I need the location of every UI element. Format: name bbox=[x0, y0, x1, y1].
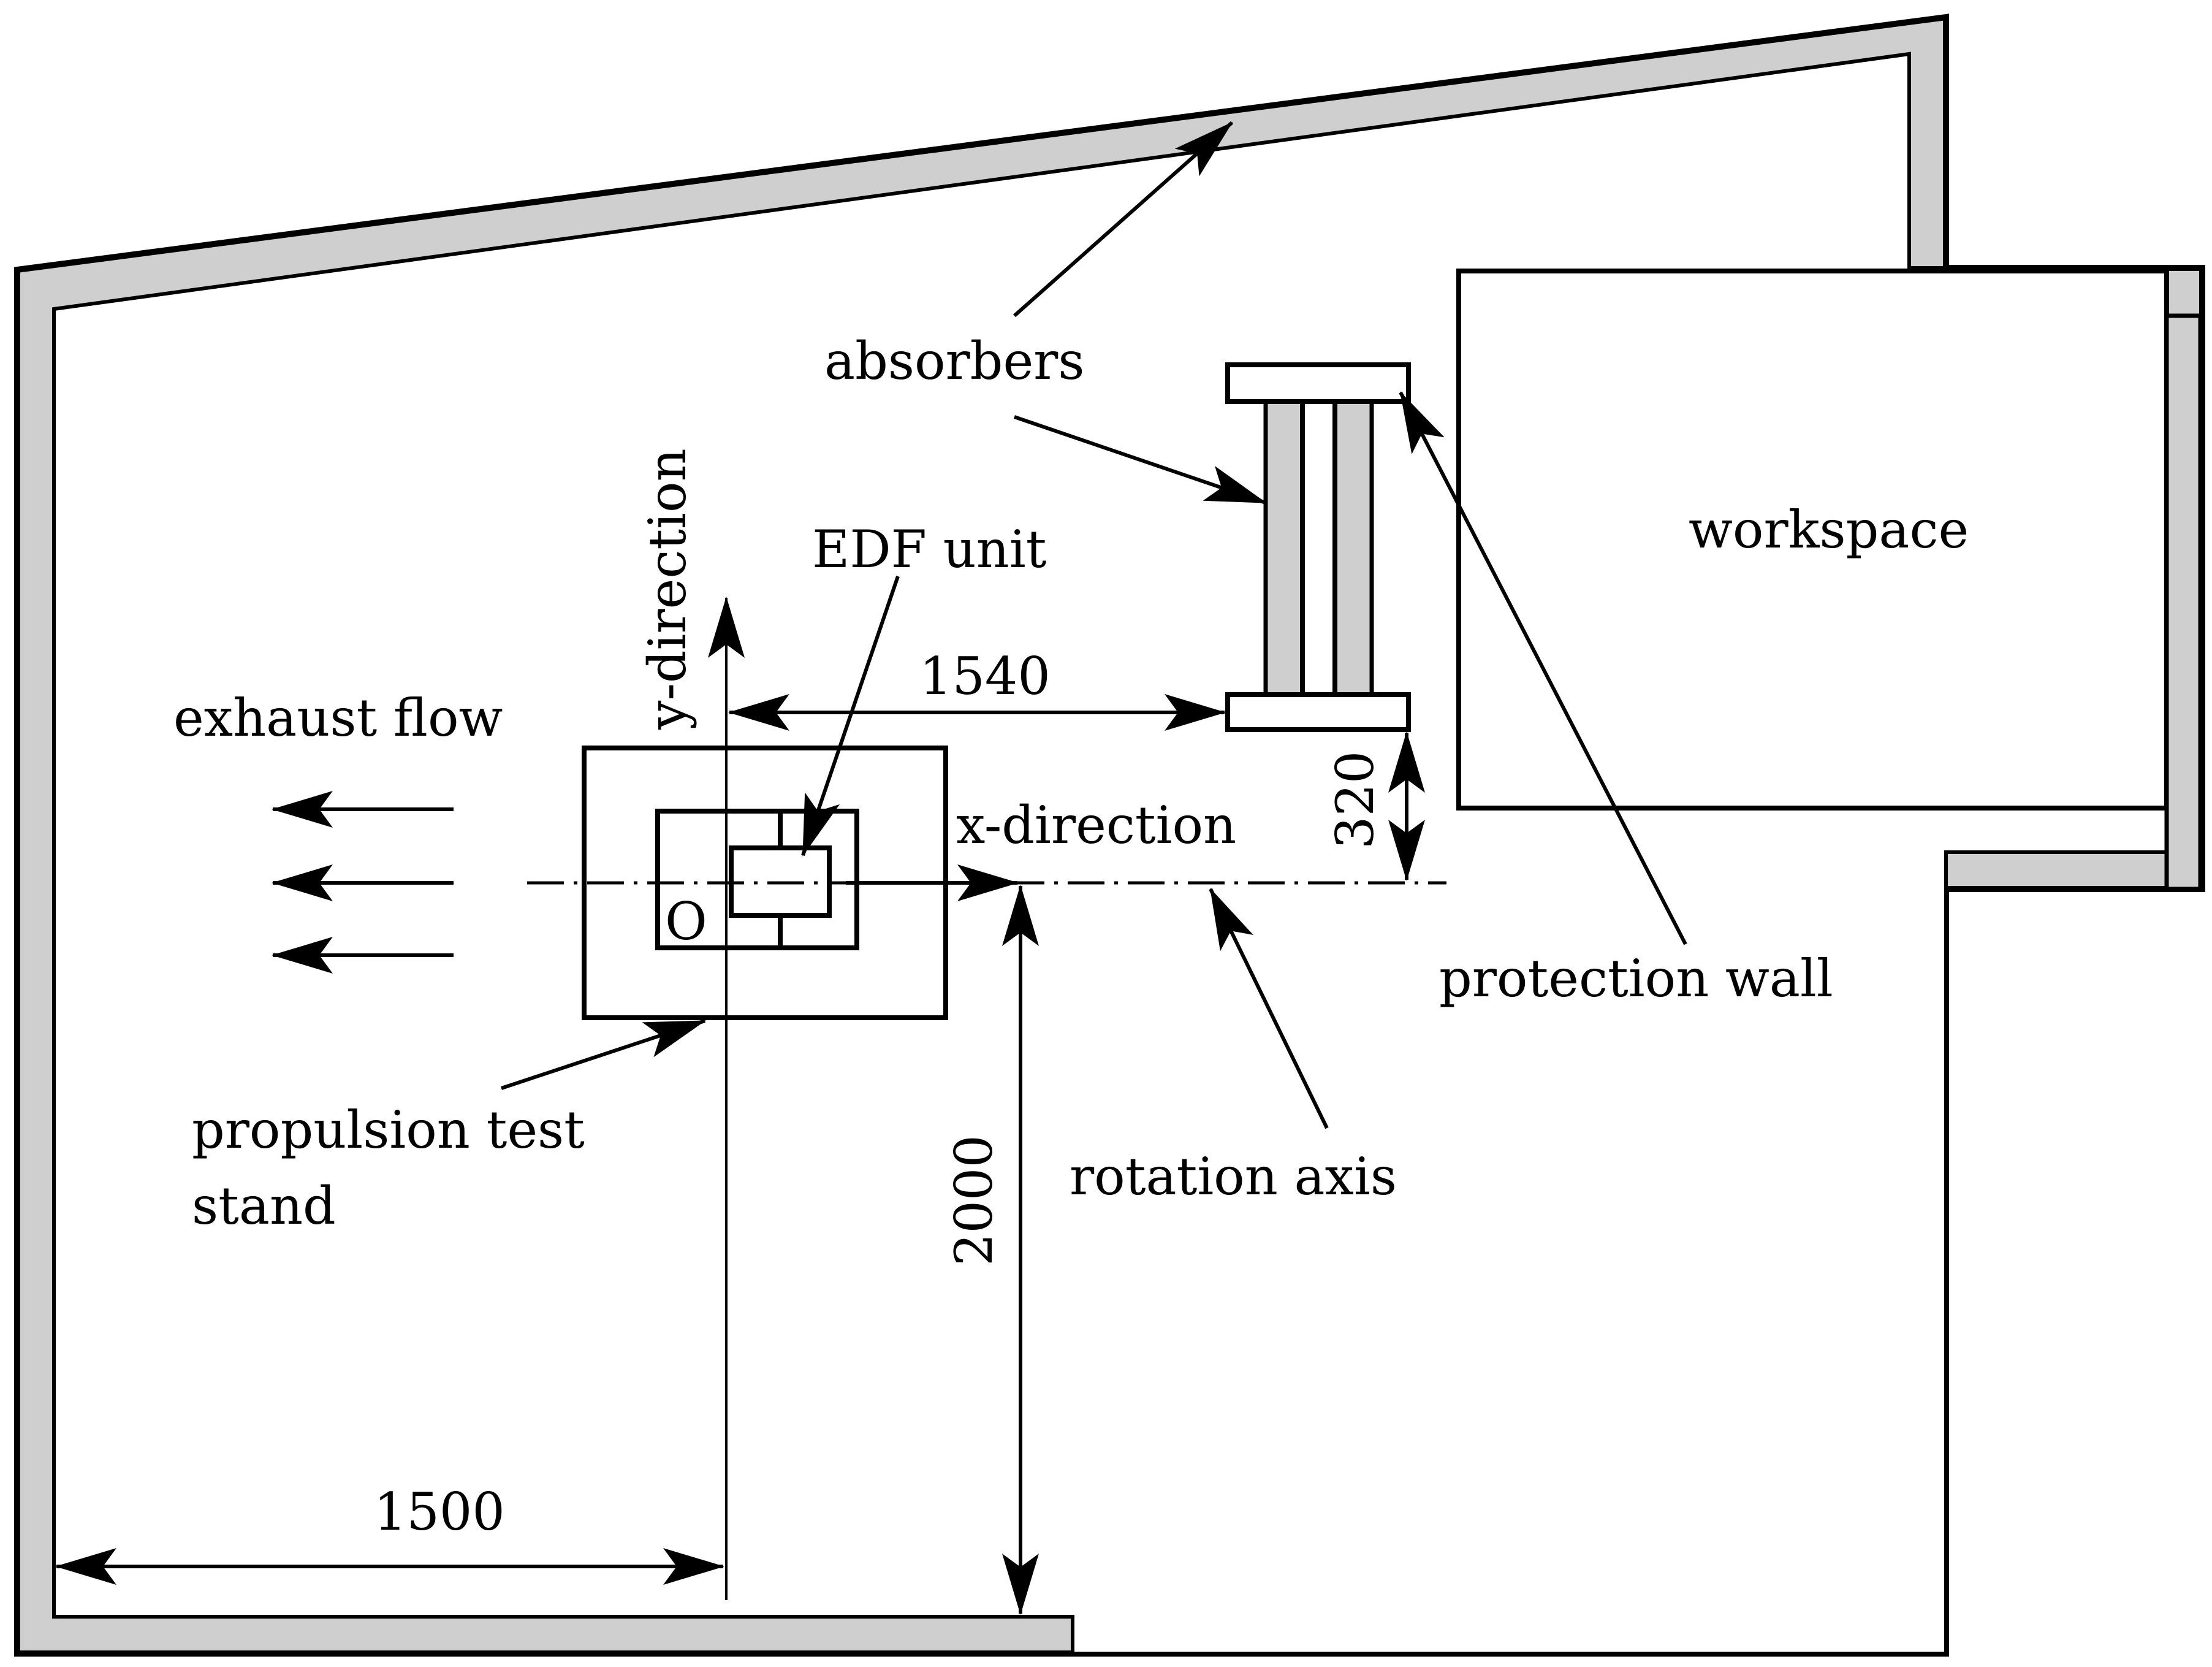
absorber-left bbox=[1263, 399, 1305, 697]
absorbers-label: absorbers bbox=[824, 331, 1084, 391]
edf-unit-label: EDF unit bbox=[812, 519, 1047, 579]
absorbers-leader-top bbox=[1013, 121, 1233, 318]
test-stand-label-line1: propulsion test bbox=[192, 1100, 585, 1160]
rotation-axis-label: rotation axis bbox=[1070, 1146, 1397, 1207]
x-direction-label: x-direction bbox=[956, 795, 1236, 855]
test-stand-label-line2: stand bbox=[192, 1176, 336, 1236]
origin-label: O bbox=[665, 891, 707, 952]
edf-unit-leader bbox=[801, 576, 900, 856]
dimension-320-label: 320 bbox=[1325, 751, 1385, 849]
dimension-2000-label: 2000 bbox=[944, 1135, 1004, 1266]
dimension-1500-label: 1500 bbox=[374, 1482, 505, 1542]
dimension-1540-label: 1540 bbox=[919, 646, 1051, 706]
test-stand-leader bbox=[501, 1019, 706, 1090]
absorber-right bbox=[1332, 399, 1374, 697]
exhaust-flow-label: exhaust flow bbox=[173, 688, 503, 748]
protection-wall-top-flange bbox=[1225, 362, 1411, 404]
protection-wall-label: protection wall bbox=[1439, 948, 1833, 1009]
workspace-label: workspace bbox=[1689, 500, 1969, 560]
protection-wall-leader bbox=[1399, 391, 1687, 945]
y-direction-label: y-direction bbox=[637, 448, 697, 730]
protection-wall-post bbox=[1300, 362, 1337, 732]
rotation-axis-leader bbox=[1209, 888, 1329, 1129]
workspace-box bbox=[1456, 269, 2169, 811]
workspace-wall bbox=[2164, 313, 2203, 891]
absorbers-leader-wall bbox=[1014, 415, 1267, 505]
protection-wall-bottom-flange bbox=[1225, 692, 1411, 732]
